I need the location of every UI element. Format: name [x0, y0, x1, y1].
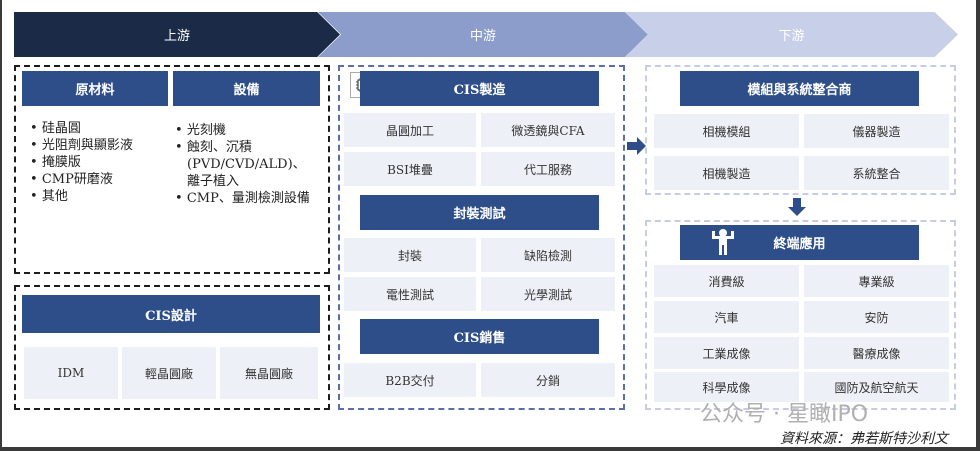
pkg-cell: 缺陷檢測: [481, 238, 615, 272]
modules-header: 模組與系統整合商: [680, 71, 919, 106]
list-item: CMP、量測檢測設備: [175, 190, 310, 207]
pkg-cell: 電性測試: [344, 277, 476, 311]
applications-group: [645, 220, 956, 410]
stage-midstream: 中游: [318, 12, 648, 57]
list-item: 掩膜版: [30, 154, 133, 171]
app-cell: 醫療成像: [804, 337, 949, 369]
list-item: 離子植入: [187, 174, 240, 189]
mfg-cell: 晶圓加工: [344, 113, 476, 147]
app-cell: 工業成像: [654, 337, 799, 369]
app-cell: 消費級: [654, 265, 799, 297]
mfg-cell: 微透鏡與CFA: [481, 113, 615, 147]
design-header: CIS設計: [22, 295, 320, 333]
design-cell: IDM: [24, 347, 118, 399]
app-cell: 專業級: [804, 265, 949, 297]
list-item: 光阻劑與顯影液: [30, 137, 133, 154]
pkg-cell: 封裝: [344, 238, 476, 272]
module-cell: 儀器製造: [804, 114, 949, 148]
manufacturing-header: CIS製造: [360, 71, 599, 106]
sales-cell: B2B交付: [344, 363, 476, 397]
source-note: 資料來源：弗若斯特沙利文: [780, 431, 948, 447]
arrow-down-icon: [788, 198, 806, 216]
list-item: 光刻機: [175, 122, 310, 139]
equipment-header: 設備: [173, 71, 320, 106]
sales-cell: 分銷: [481, 363, 615, 397]
materials-header: 原材料: [22, 71, 168, 106]
module-cell: 相機製造: [654, 156, 799, 190]
modules-group: [645, 65, 956, 195]
mfg-cell: BSI堆疊: [344, 152, 476, 186]
stage-upstream: 上游: [14, 12, 340, 57]
list-item: 其他: [30, 188, 133, 205]
materials-list: 硅晶圓 光阻劑與顯影液 掩膜版 CMP研磨液 其他: [30, 120, 133, 205]
mfg-cell: 代工服務: [481, 152, 615, 186]
app-cell: 科學成像: [654, 372, 799, 402]
person-icon: [712, 229, 734, 255]
module-cell: 相機模組: [654, 114, 799, 148]
design-cell: 輕晶圓廠: [122, 347, 216, 399]
list-item: 蝕刻、沉積: [175, 139, 310, 156]
stage-downstream: 下游: [625, 12, 958, 57]
list-item: CMP研磨液: [30, 171, 133, 188]
packaging-header: 封裝測試: [360, 195, 599, 230]
sales-header: CIS銷售: [360, 319, 599, 354]
app-cell: 安防: [804, 301, 949, 333]
watermark: 公众号 · 星瞰IPO: [700, 402, 869, 427]
design-cell: 無晶圓廠: [220, 347, 318, 399]
midstream-group: [338, 65, 625, 410]
equipment-list: 光刻機 蝕刻、沉積 (PVD/CVD/ALD)、 離子植入 CMP、量測檢測設備: [175, 122, 310, 207]
app-cell: 國防及航空航天: [804, 372, 949, 402]
arrow-right-icon: [627, 137, 646, 155]
pkg-cell: 光學測試: [481, 277, 615, 311]
list-item: 硅晶圓: [30, 120, 133, 137]
materials-equipment-group: [14, 65, 330, 274]
module-cell: 系統整合: [804, 156, 949, 190]
app-cell: 汽車: [654, 301, 799, 333]
list-item: (PVD/CVD/ALD)、: [187, 157, 306, 172]
design-group: [14, 285, 330, 410]
